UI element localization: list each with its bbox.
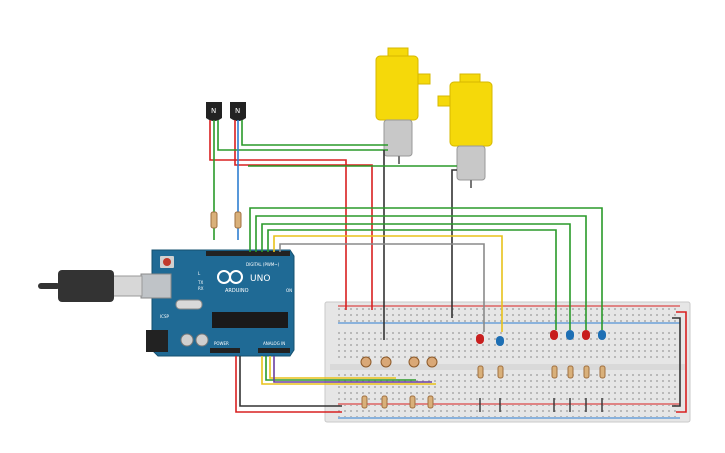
power-label: POWER [214,341,229,346]
resistor-2[interactable] [234,211,242,229]
dc-motor-1[interactable] [375,47,431,164]
wires [209,120,687,413]
led-red-2 [550,330,558,340]
usb-cable-icon [38,270,143,302]
dc-motor-2[interactable] [437,73,493,188]
arduino-brand-text: ARDUINO [225,288,249,294]
led-red-1 [476,334,484,344]
usb-jack [140,273,172,299]
led-blue-2 [566,330,574,340]
arduino-uno-board[interactable]: ARDUINO UNO DIGITAL (PWM~) POWER ANALOG … [140,249,295,357]
on-label: ON [286,288,292,293]
leds[interactable] [476,330,606,346]
led-red-3 [582,330,590,340]
rx-label: RX [198,286,204,291]
breadboard-resistors[interactable] [361,365,606,409]
arduino-logo [217,270,243,284]
transistor-2[interactable]: N [230,102,246,121]
l-label: L [198,271,201,276]
arduino-model-text: UNO [250,274,270,284]
resistor-1[interactable] [210,211,218,229]
led-blue-3 [598,330,606,340]
icsp-label: ICSP [160,314,170,319]
photoresistors[interactable] [360,356,438,368]
breadboard[interactable] [324,301,691,423]
ground-jumpers [479,398,603,412]
transistor-1[interactable]: N [206,102,222,121]
digital-label: DIGITAL (PWM~) [246,262,280,267]
svg-text:N: N [235,107,240,115]
led-blue-1 [496,336,504,346]
tx-label: TX [197,280,203,285]
analog-label: ANALOG IN [263,341,285,346]
power-jack-icon [146,330,168,352]
chip-icon [212,312,288,328]
svg-text:N: N [211,107,216,115]
